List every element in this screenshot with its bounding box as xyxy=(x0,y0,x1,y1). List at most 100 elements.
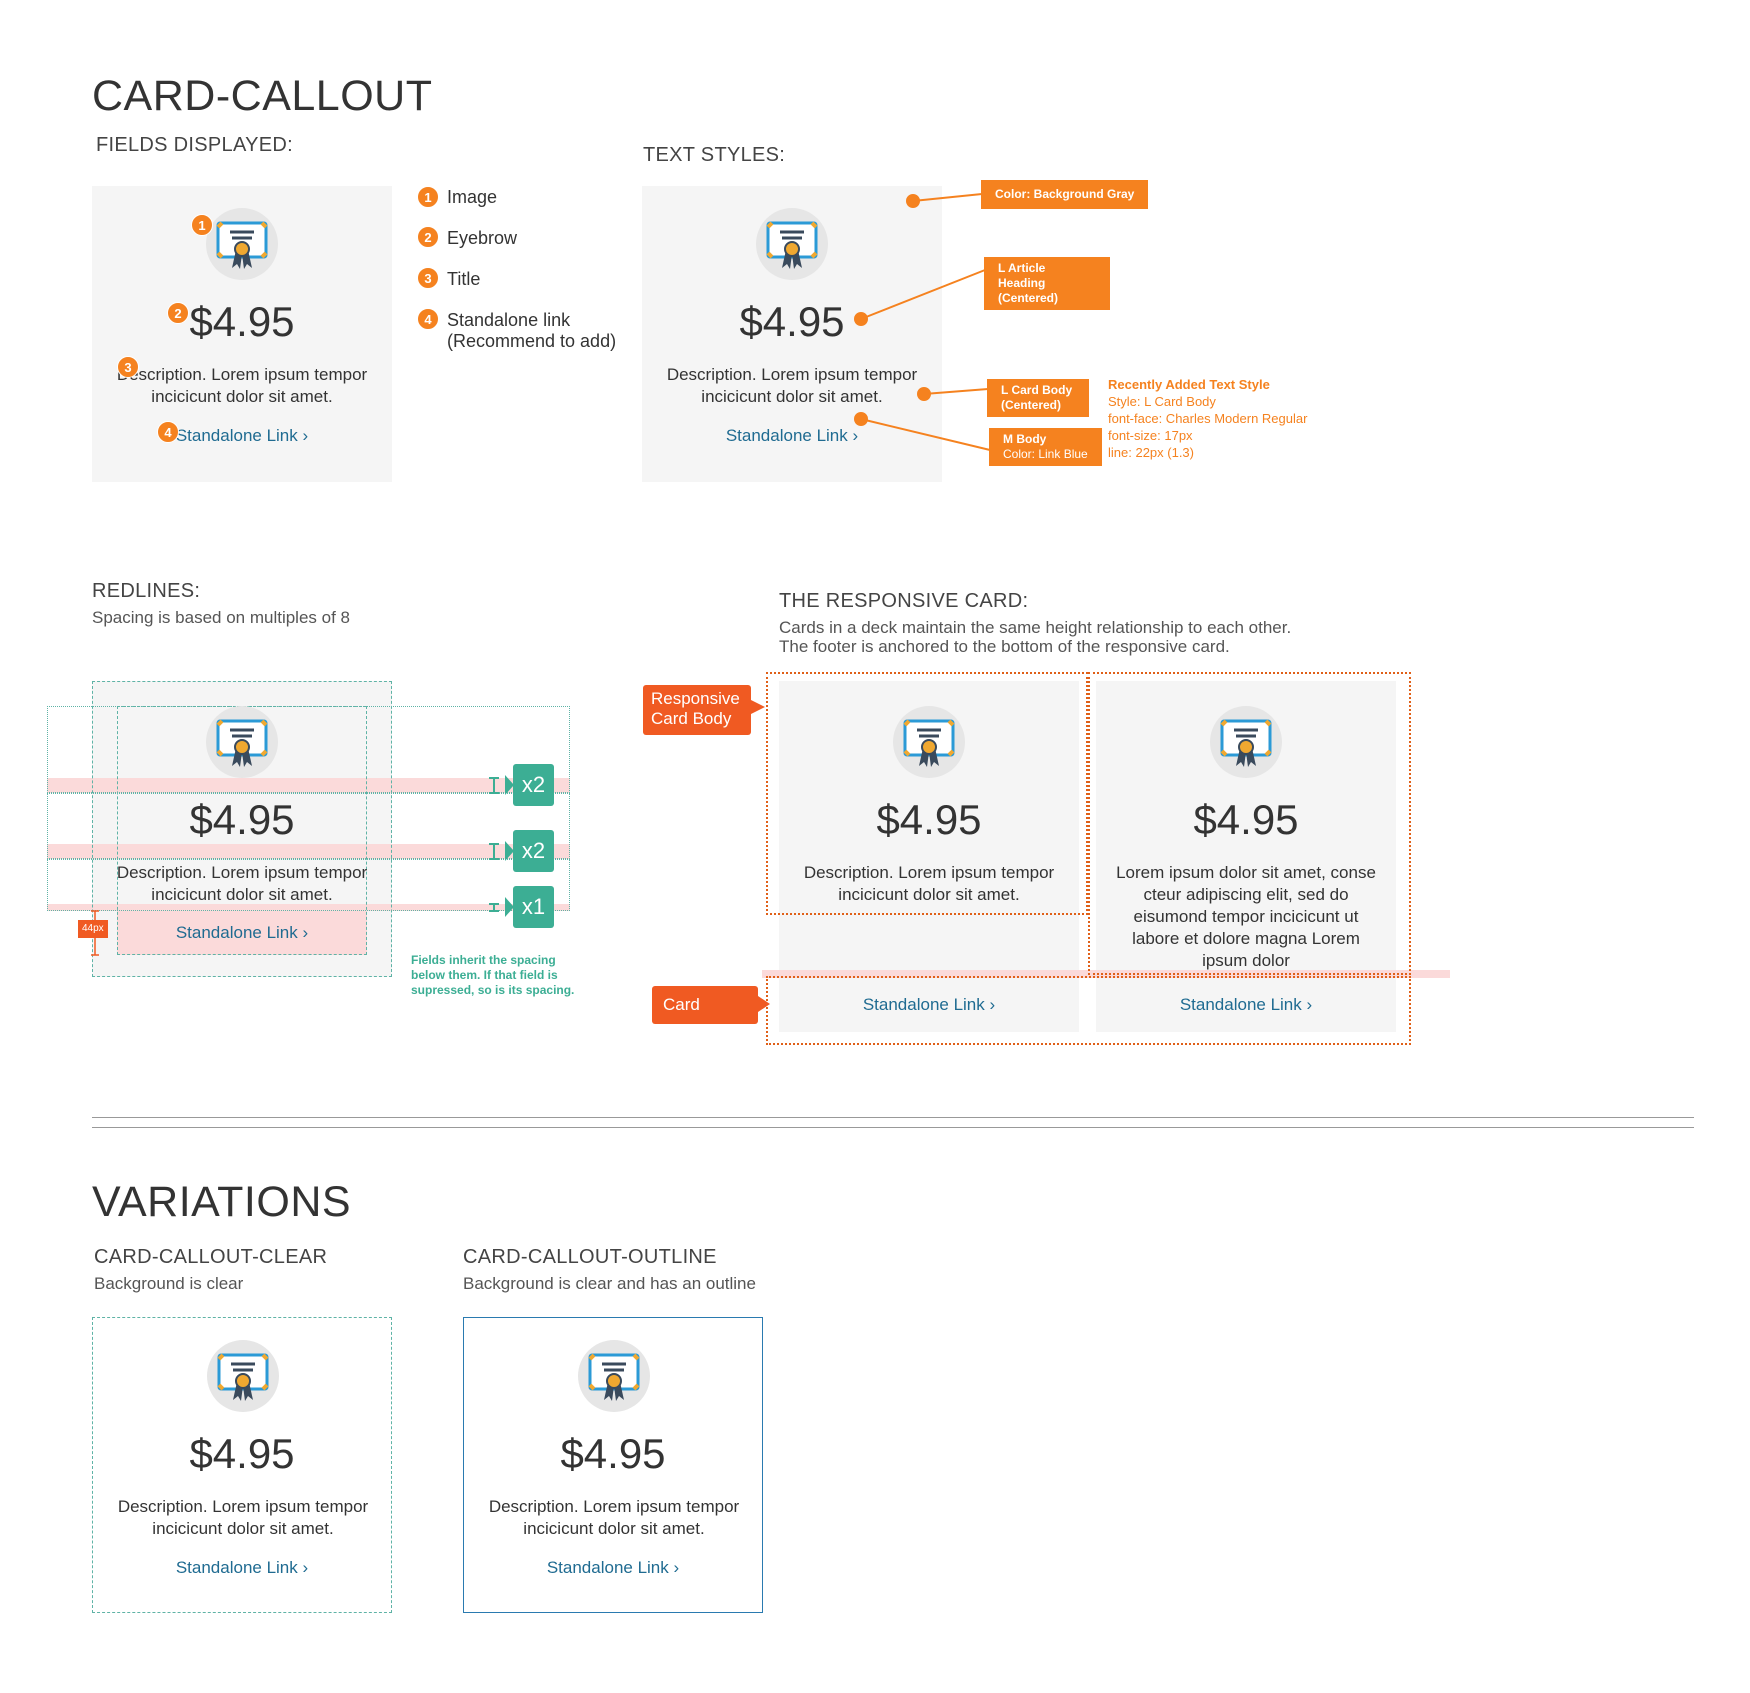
certificate-icon xyxy=(893,706,965,778)
card-description: Description. Lorem ipsum tempor incicicu… xyxy=(666,365,918,406)
recent-style-note-title: Recently Added Text Style xyxy=(1108,377,1270,392)
spacing-note-line2: below them. If that field is xyxy=(411,968,558,982)
callout-card-body: L Card Body (Centered) xyxy=(987,379,1089,417)
card-price: $4.95 xyxy=(560,1430,666,1477)
certificate-icon xyxy=(756,208,828,280)
callout-m-body: M Body Color: Link Blue xyxy=(989,428,1102,466)
responsive-card-b-footer xyxy=(1096,976,1396,1032)
responsive-body-outline-b xyxy=(1088,672,1411,975)
card-description: Description. Lorem ipsum tempor incicicu… xyxy=(116,365,368,406)
recent-style-note-line4: line: 22px (1.3) xyxy=(1108,445,1194,460)
callout-card-body-line1: L Card Body xyxy=(1001,383,1073,397)
callout-m-body-line1: M Body xyxy=(1003,432,1047,446)
spacing-badge-2: x2 xyxy=(513,830,554,872)
card-description: Description. Lorem ipsum tempor incicicu… xyxy=(488,1497,740,1538)
callout-card-body-line2: (Centered) xyxy=(1001,398,1062,412)
badge-title: 3 xyxy=(117,356,139,378)
card-description: Description. Lorem ipsum tempor incicicu… xyxy=(117,1497,369,1538)
card-b-description: Lorem ipsum dolor sit amet, conse cteur … xyxy=(1116,863,1376,970)
redline-band-1 xyxy=(47,778,570,793)
card-price: $4.95 xyxy=(189,298,295,345)
responsive-footer-outline xyxy=(766,976,1411,1045)
standalone-link[interactable]: Standalone Link › xyxy=(725,426,859,445)
list-badge-3: 3 xyxy=(417,267,439,289)
callout-m-body-line2: Color: Link Blue xyxy=(1003,447,1088,461)
redline-outer-dash xyxy=(92,681,392,977)
spacing-badge-1: x2 xyxy=(513,764,554,806)
field-item-eyebrow: Eyebrow xyxy=(447,228,518,248)
spacing-note: Fields inherit the spacing below them. I… xyxy=(411,953,574,998)
card-footer-tag: Card Footer xyxy=(652,986,758,1040)
page-title: CARD-CALLOUT xyxy=(92,72,433,120)
standalone-link[interactable]: Standalone Link › xyxy=(175,426,309,445)
redline-row-2 xyxy=(47,793,570,859)
standalone-link[interactable]: Standalone Link › xyxy=(546,1558,680,1577)
card-price: $4.95 xyxy=(739,298,845,345)
redline-row-3 xyxy=(47,859,570,911)
card-callout-clear: $4.95 Description. Lorem ipsum tempor in… xyxy=(92,1317,392,1613)
badge-eyebrow: 2 xyxy=(167,302,189,324)
callout-article-heading-line2: (Centered) xyxy=(998,291,1059,305)
fields-heading: FIELDS DISPLAYED: xyxy=(96,134,294,156)
tag-body-line1: Responsive xyxy=(651,689,740,708)
redlines-heading: REDLINES: xyxy=(92,580,201,602)
spacing-badge-3: x1 xyxy=(513,886,554,928)
standalone-link[interactable]: Standalone Link › xyxy=(175,1558,309,1577)
certificate-icon xyxy=(1210,706,1282,778)
responsive-heading: THE RESPONSIVE CARD: xyxy=(779,590,1029,612)
fields-card: $4.95 Description. Lorem ipsum tempor in… xyxy=(92,186,392,482)
spacing-note-line3: supressed, so is its spacing. xyxy=(411,983,575,997)
responsive-card-a-footer xyxy=(779,976,1079,1032)
text-styles-card: $4.95 Description. Lorem ipsum tempor in… xyxy=(642,186,942,482)
px-label: 44px xyxy=(78,920,108,938)
clear-subtitle: Background is clear xyxy=(94,1274,244,1293)
field-item-title: Title xyxy=(447,269,481,289)
certificate-icon xyxy=(578,1340,650,1412)
certificate-icon xyxy=(206,208,278,280)
card-price: $4.95 xyxy=(189,1430,295,1477)
redline-band-2 xyxy=(47,844,570,859)
redline-band-3 xyxy=(47,904,570,911)
badge-link: 4 xyxy=(157,421,179,443)
responsive-body-outline-a xyxy=(766,672,1088,915)
field-item-link: Standalone link xyxy=(447,310,571,330)
redline-link[interactable]: Standalone Link › xyxy=(175,923,309,942)
list-badge-4: 4 xyxy=(417,308,439,330)
redline-spacing-markers xyxy=(91,775,514,956)
responsive-card-body-tag: Responsive Card Body xyxy=(643,685,751,735)
spacing-note-line1: Fields inherit the spacing xyxy=(411,953,556,967)
tag-pointers xyxy=(751,700,770,1012)
responsive-subtitle-2: The footer is anchored to the bottom of … xyxy=(779,637,1230,656)
clear-heading: CARD-CALLOUT-CLEAR xyxy=(94,1246,328,1268)
callout-leader-lines xyxy=(854,193,991,451)
field-item-image: Image xyxy=(447,187,498,207)
list-badge-2: 2 xyxy=(417,226,439,248)
badge-image: 1 xyxy=(191,214,213,236)
section-divider-bottom xyxy=(92,1127,1694,1128)
redline-row-1 xyxy=(47,706,570,793)
section-divider-top xyxy=(92,1117,1694,1118)
recent-style-note-line2: font-face: Charles Modern Regular xyxy=(1108,411,1308,426)
recent-style-note-line1: Style: L Card Body xyxy=(1108,394,1216,409)
callout-background-gray: Color: Background Gray xyxy=(981,180,1149,209)
recent-style-note: Recently Added Text Style Style: L Card … xyxy=(1108,376,1307,461)
text-styles-heading: TEXT STYLES: xyxy=(643,144,786,166)
redlines-subtitle: Spacing is based on multiples of 8 xyxy=(92,608,350,627)
redline-link-band xyxy=(117,911,367,955)
outline-heading: CARD-CALLOUT-OUTLINE xyxy=(463,1246,717,1268)
recent-style-note-line3: font-size: 17px xyxy=(1108,428,1193,443)
card-a-link[interactable]: Standalone Link › xyxy=(862,995,996,1014)
certificate-icon xyxy=(207,1340,279,1412)
card-a-description: Description. Lorem ipsum tempor incicicu… xyxy=(803,863,1055,904)
list-badge-1: 1 xyxy=(417,186,439,208)
card-b-link[interactable]: Standalone Link › xyxy=(1179,995,1313,1014)
callout-article-heading: L Article Heading (Centered) xyxy=(984,257,1110,310)
callout-article-heading-line1: L Article Heading xyxy=(998,261,1046,290)
tag-body-line2: Card Body xyxy=(651,709,732,728)
responsive-subtitle-1: Cards in a deck maintain the same height… xyxy=(779,618,1292,637)
certificate-icon xyxy=(206,706,278,778)
field-item-link-note: (Recommend to add) xyxy=(447,331,617,351)
card-callout-outline: $4.95 Description. Lorem ipsum tempor in… xyxy=(463,1317,763,1613)
card-b-price: $4.95 xyxy=(1193,796,1299,843)
card-a-price: $4.95 xyxy=(876,796,982,843)
